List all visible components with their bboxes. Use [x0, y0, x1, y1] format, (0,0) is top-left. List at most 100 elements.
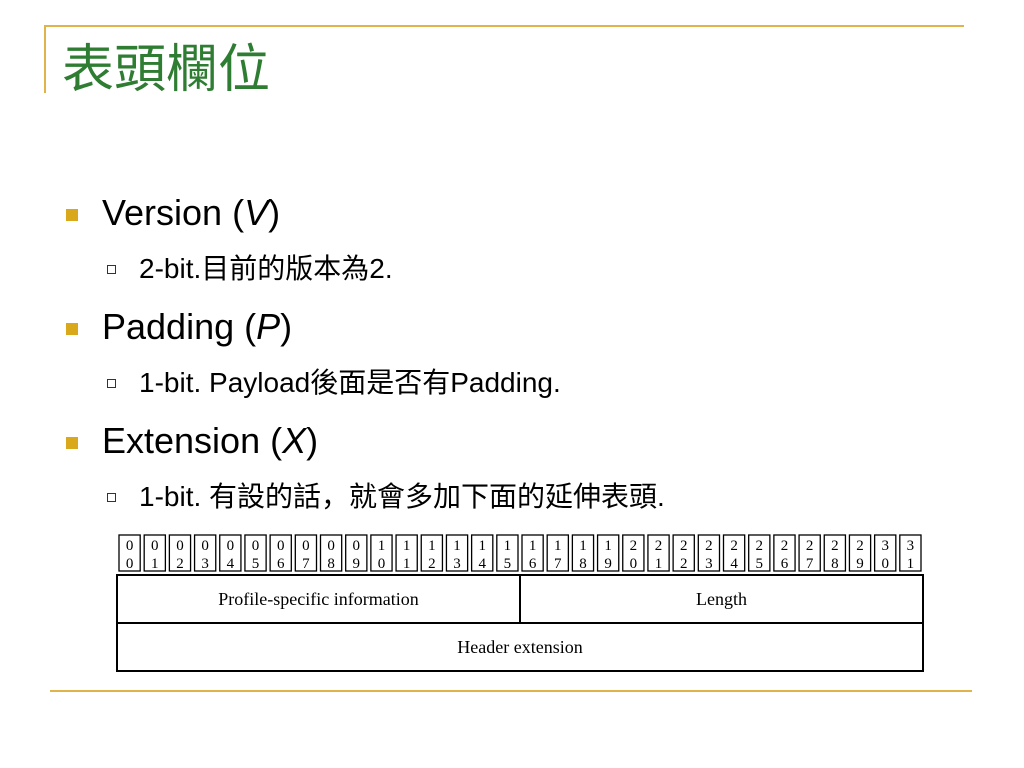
- bit-digit-ones: 4: [730, 556, 738, 572]
- bit-digit-tens: 1: [453, 538, 461, 554]
- bit-digit-tens: 0: [252, 538, 260, 554]
- sub-bullet-text: 2-bit.目前的版本為2.: [139, 253, 393, 284]
- bit-digit-ones: 7: [302, 556, 310, 572]
- top-rule: [44, 25, 964, 27]
- field-label: Profile-specific information: [218, 589, 418, 609]
- bit-digit-ones: 7: [806, 556, 814, 572]
- bit-cell: 13: [445, 534, 469, 572]
- bit-digit-tens: 2: [831, 538, 839, 554]
- bit-digit-ones: 5: [252, 556, 260, 572]
- bottom-rule: [50, 690, 972, 692]
- bit-cell: 15: [496, 534, 519, 572]
- bit-digit-tens: 2: [856, 538, 864, 554]
- bit-cell: 02: [168, 534, 192, 572]
- header-extension-figure: 0001020304050607080910111213141516171819…: [116, 534, 924, 672]
- bullet-label-text: ): [306, 420, 319, 461]
- bit-digit-ones: 8: [327, 556, 335, 572]
- field-cell: Profile-specific information: [116, 574, 521, 624]
- bit-digit-tens: 0: [277, 538, 285, 554]
- bit-digit-tens: 2: [806, 538, 814, 554]
- bit-cell: 09: [345, 534, 368, 572]
- bit-cell: 24: [722, 534, 746, 572]
- bullet-label-symbol: V: [244, 192, 269, 233]
- bit-digit-ones: 2: [680, 556, 688, 572]
- bit-digit-tens: 2: [756, 538, 764, 554]
- bit-digit-ones: 1: [151, 556, 159, 572]
- bit-digit-ones: 3: [453, 556, 461, 572]
- bit-digit-ones: 3: [201, 556, 209, 572]
- bit-digit-ones: 8: [579, 556, 587, 572]
- bit-digit-ones: 2: [176, 556, 184, 572]
- bit-cell: 27: [798, 534, 821, 572]
- bit-cell: 01: [143, 534, 167, 572]
- bit-digit-tens: 0: [126, 538, 134, 554]
- bit-cell: 08: [319, 534, 343, 572]
- bit-cell: 16: [521, 534, 544, 572]
- field-label: Header extension: [457, 637, 582, 657]
- bit-digit-ones: 6: [529, 556, 537, 572]
- bit-digit-tens: 0: [176, 538, 184, 554]
- bit-digit-tens: 1: [504, 538, 512, 554]
- bit-digit-ones: 1: [907, 556, 915, 572]
- bit-cell: 20: [622, 534, 645, 572]
- field-cell: Header extension: [116, 622, 924, 672]
- bit-cell: 21: [647, 534, 670, 572]
- bit-cell: 26: [773, 534, 796, 572]
- bit-digit-ones: 5: [756, 556, 764, 572]
- bit-cell: 11: [395, 534, 418, 572]
- bit-cell: 14: [470, 534, 494, 572]
- bit-cell: 23: [697, 534, 721, 572]
- bit-digit-ones: 5: [504, 556, 512, 572]
- bullet-label-text: Version (: [102, 192, 245, 233]
- bit-digit-ones: 1: [403, 556, 411, 572]
- bullet-label: Padding (P): [102, 307, 292, 347]
- bit-digit-tens: 2: [730, 538, 738, 554]
- bit-cell: 12: [420, 534, 444, 572]
- bullet-label-text: ): [280, 306, 293, 347]
- bit-cell: 25: [748, 534, 771, 572]
- bullet-label-text: ): [268, 192, 281, 233]
- bit-digit-ones: 1: [655, 556, 663, 572]
- bit-digit-tens: 1: [428, 538, 436, 554]
- bit-cell: 07: [294, 534, 318, 572]
- bit-digit-ones: 2: [428, 556, 436, 572]
- bit-digit-tens: 1: [403, 538, 411, 554]
- bit-digit-tens: 2: [680, 538, 688, 554]
- bit-digit-tens: 0: [201, 538, 209, 554]
- bit-digit-tens: 1: [604, 538, 612, 554]
- field-label: Length: [696, 589, 747, 609]
- square-bullet-icon: [66, 323, 78, 335]
- bit-digit-tens: 1: [554, 538, 562, 554]
- bit-cell: 04: [219, 534, 242, 572]
- bullet-label-text: Extension (: [102, 420, 283, 461]
- bit-digit-tens: 0: [327, 538, 335, 554]
- bit-digit-tens: 2: [655, 538, 663, 554]
- bit-digit-ones: 9: [353, 556, 361, 572]
- bit-cell: 31: [899, 534, 922, 572]
- bit-cell: 28: [823, 534, 847, 572]
- bit-digit-tens: 3: [907, 538, 915, 554]
- bit-cell: 05: [244, 534, 267, 572]
- bit-digit-tens: 0: [151, 538, 159, 554]
- bit-digit-tens: 1: [529, 538, 537, 554]
- square-bullet-icon: [66, 209, 78, 221]
- bit-cell: 06: [269, 534, 292, 572]
- bullet-label-symbol: P: [256, 306, 281, 347]
- left-rule: [44, 25, 46, 93]
- bit-digit-ones: 8: [831, 556, 839, 572]
- bullet-label: Extension (X): [102, 421, 318, 461]
- bit-cell: 10: [370, 534, 393, 572]
- hollow-square-bullet-icon: [107, 379, 116, 388]
- bit-digit-ones: 4: [227, 556, 235, 572]
- bit-digit-tens: 2: [781, 538, 789, 554]
- bit-digit-tens: 1: [478, 538, 486, 554]
- bit-digit-tens: 3: [881, 538, 889, 554]
- bit-cell: 29: [848, 534, 872, 572]
- bit-cell: 03: [193, 534, 217, 572]
- bit-digit-ones: 0: [630, 556, 638, 572]
- bit-cell: 19: [596, 534, 620, 572]
- bit-digit-tens: 0: [227, 538, 235, 554]
- bit-digit-ones: 0: [881, 556, 889, 572]
- field-cell: Length: [519, 574, 924, 624]
- bit-digit-tens: 1: [378, 538, 386, 554]
